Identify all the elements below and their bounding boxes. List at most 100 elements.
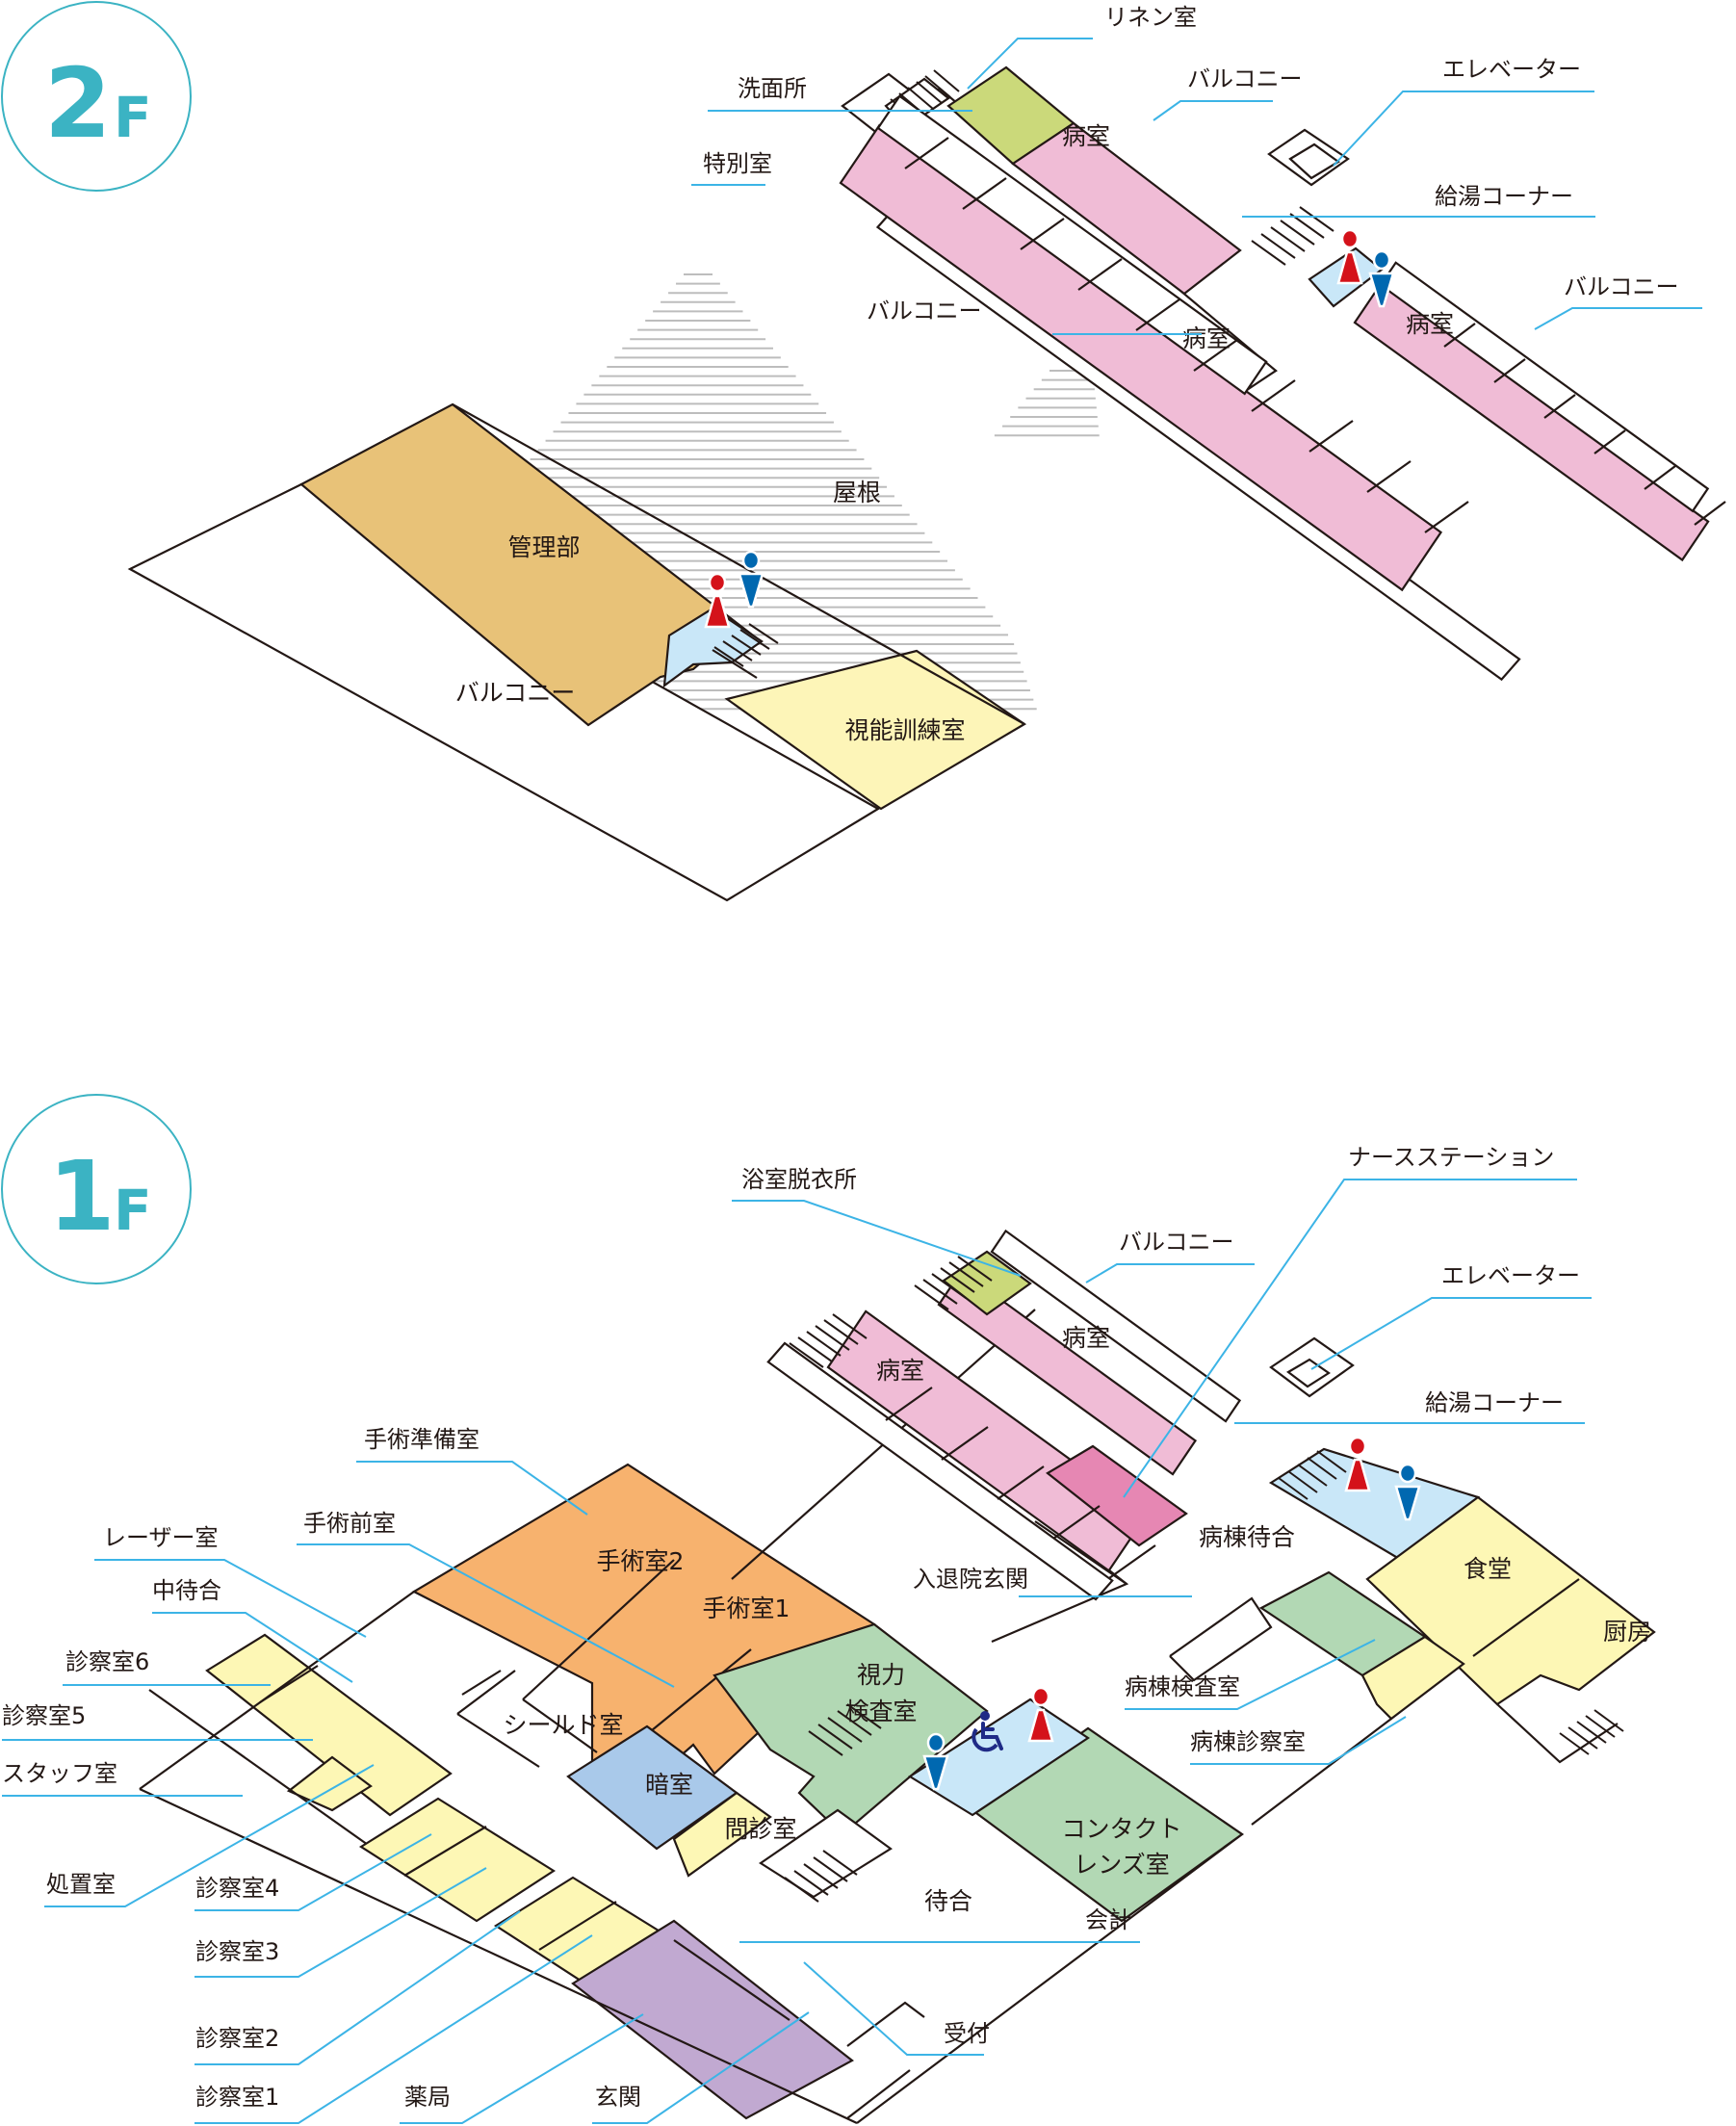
room-label-ward: 病室 bbox=[1062, 122, 1110, 150]
leader-line bbox=[1333, 91, 1594, 167]
room-pharmacy[interactable] bbox=[571, 1919, 854, 2120]
wall-line bbox=[846, 2069, 911, 2119]
ward-2f-east-north-row[interactable] bbox=[1353, 282, 1710, 562]
stair-tread bbox=[846, 1703, 882, 1729]
ward-2f-north-row[interactable] bbox=[1011, 121, 1242, 296]
stair-tread bbox=[922, 1279, 958, 1305]
room-nurse-station[interactable] bbox=[1046, 1444, 1188, 1547]
room-label-lens: レンズ室 bbox=[1074, 1851, 1170, 1879]
ward-partition bbox=[997, 1465, 1045, 1500]
stair-tread bbox=[823, 1319, 859, 1345]
wall-line bbox=[1472, 1578, 1580, 1657]
icon-head bbox=[1031, 1686, 1050, 1707]
leader-line bbox=[94, 1559, 367, 1638]
room-vision-exam[interactable] bbox=[713, 1622, 989, 1836]
stair-tread bbox=[789, 1342, 824, 1368]
icon-body bbox=[981, 1722, 1003, 1750]
stair-tread bbox=[1593, 1709, 1624, 1732]
stair-tread bbox=[822, 1850, 858, 1876]
floor-badge-1f[interactable]: 1 F bbox=[1, 1094, 192, 1284]
icon-head bbox=[926, 1732, 946, 1753]
stairs bbox=[914, 1256, 993, 1310]
room-label-exam: 検査室 bbox=[844, 1698, 917, 1725]
room-label-admin: 管理部 bbox=[507, 533, 580, 561]
stair-tread bbox=[808, 1730, 843, 1756]
wall-line bbox=[139, 1591, 415, 1790]
room-label-surgery-1: 手術室1 bbox=[703, 1594, 790, 1622]
corridor-2f[interactable] bbox=[876, 94, 1268, 396]
leader-line bbox=[356, 1461, 588, 1516]
stair-tread bbox=[817, 1724, 853, 1750]
elevator-car-1f[interactable] bbox=[1286, 1358, 1331, 1388]
callout-label: エレベーター bbox=[1442, 56, 1581, 83]
stair-tread bbox=[739, 629, 770, 650]
icon-head bbox=[708, 572, 727, 593]
wall-line bbox=[456, 1713, 540, 1768]
stair-tread bbox=[1260, 233, 1296, 259]
ward-partition bbox=[1135, 298, 1180, 331]
ward-partition bbox=[1052, 1505, 1101, 1540]
stairs bbox=[808, 1703, 882, 1756]
stair-tread bbox=[1287, 1470, 1318, 1493]
callout-label: 薬局 bbox=[404, 2084, 451, 2111]
room-ward-consult[interactable] bbox=[1360, 1635, 1465, 1721]
stair-tread bbox=[815, 1325, 850, 1351]
floor-number: 1 bbox=[48, 1140, 116, 1253]
wall-line bbox=[522, 1559, 675, 1700]
male-toilet-icon bbox=[922, 1732, 949, 1791]
callout-label: 受付 bbox=[944, 2020, 990, 2047]
leader-line bbox=[400, 2013, 644, 2124]
stair-tread bbox=[940, 1267, 975, 1293]
stairs bbox=[1278, 1450, 1347, 1500]
stairs bbox=[1251, 206, 1334, 266]
callout-label: 特別室 bbox=[703, 150, 772, 177]
stair-tread bbox=[748, 623, 779, 644]
callout-label: スタッフ室 bbox=[2, 1760, 117, 1787]
ward-partition bbox=[1493, 358, 1526, 383]
callout-label: ナースステーション bbox=[1348, 1144, 1554, 1171]
room-treatment[interactable] bbox=[286, 1755, 373, 1812]
female-toilet-icon bbox=[1027, 1686, 1054, 1743]
callout-label: 給湯コーナー bbox=[1435, 183, 1573, 210]
room-label-dining: 食堂 bbox=[1464, 1555, 1512, 1583]
ward-2f-south-row[interactable] bbox=[839, 123, 1443, 592]
callout-label: 処置室 bbox=[46, 1871, 116, 1898]
ward-partition bbox=[1077, 258, 1123, 291]
stairs bbox=[713, 623, 779, 667]
ward-partition bbox=[1644, 465, 1676, 490]
floor-badge-2f[interactable]: 2 F bbox=[1, 1, 192, 192]
balcony-strip-2f-east[interactable] bbox=[1379, 261, 1710, 513]
callout-label: 手術準備室 bbox=[364, 1426, 479, 1453]
icon-body bbox=[1344, 1458, 1371, 1492]
wall-line bbox=[1251, 1718, 1392, 1826]
stair-tread bbox=[907, 87, 934, 110]
leader-line bbox=[1190, 1716, 1407, 1765]
stair-tread bbox=[1316, 1450, 1347, 1473]
balcony-strip-1f-south[interactable] bbox=[766, 1341, 1114, 1601]
ward-partition bbox=[1308, 420, 1354, 453]
room-label-vision-training: 視能訓練室 bbox=[844, 716, 965, 744]
icon-head bbox=[1340, 228, 1360, 249]
room-bath-changing[interactable] bbox=[942, 1250, 1032, 1316]
leader-line bbox=[1123, 1179, 1577, 1498]
leader-line bbox=[44, 1764, 375, 1907]
leader-line bbox=[803, 1961, 984, 2056]
leader-line bbox=[194, 1867, 487, 1978]
room-label-ward: 病室 bbox=[1062, 1324, 1110, 1352]
icon-head bbox=[741, 550, 761, 571]
room-interview[interactable] bbox=[672, 1791, 772, 1878]
balcony-2f[interactable] bbox=[127, 482, 881, 902]
stair-tread bbox=[933, 69, 960, 92]
stair-tread bbox=[837, 1710, 872, 1736]
stair-tread bbox=[797, 1336, 833, 1362]
stair-tread bbox=[1559, 1732, 1590, 1755]
balcony-strip-1f-north[interactable] bbox=[990, 1229, 1242, 1423]
callout-label: 診察室6 bbox=[65, 1648, 149, 1675]
leader-line bbox=[1085, 1263, 1255, 1283]
room-exam-3-4[interactable] bbox=[358, 1797, 557, 1923]
callout-label: レーザー室 bbox=[103, 1524, 219, 1551]
leader-line bbox=[1310, 1297, 1592, 1370]
male-toilet-icon bbox=[1368, 249, 1395, 308]
